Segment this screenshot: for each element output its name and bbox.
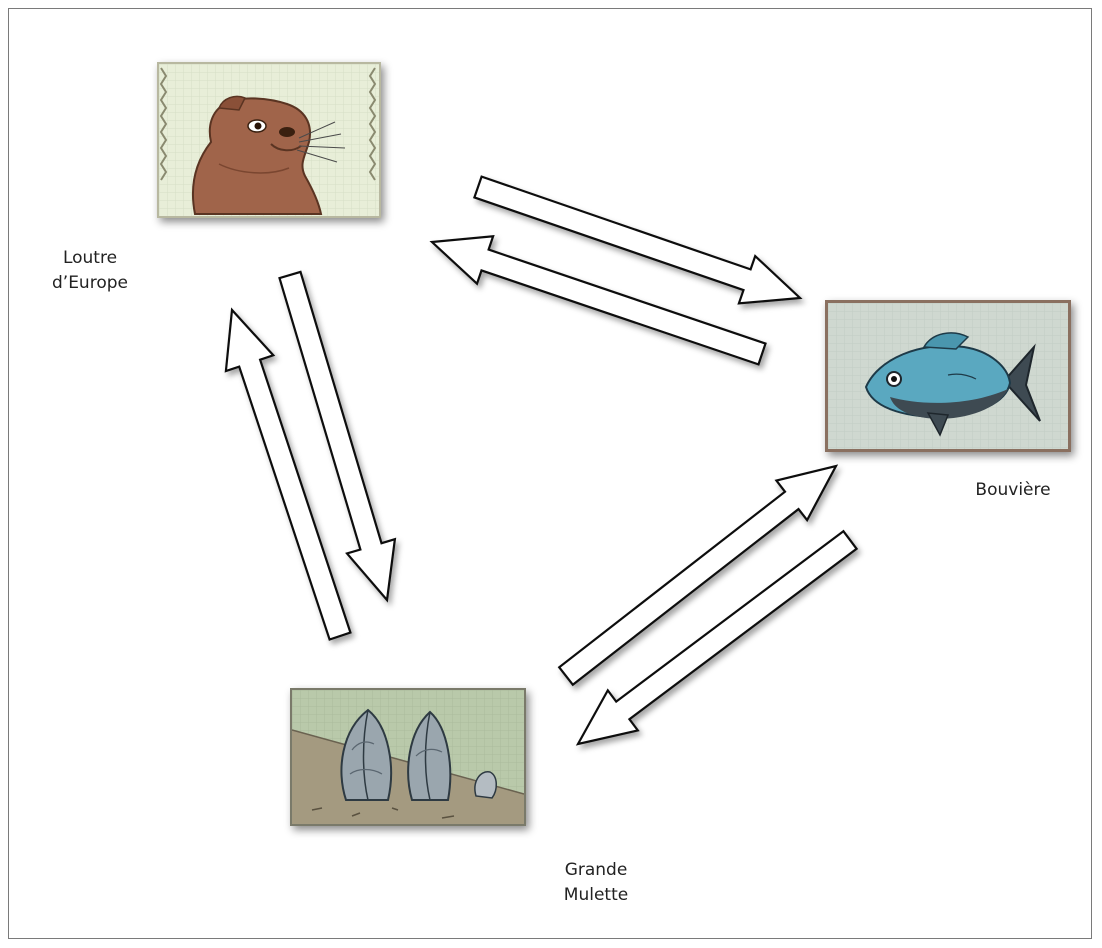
fish-icon (864, 332, 1041, 437)
otter-label-line1: Loutre (62, 248, 118, 268)
mussel-label-line2: Mulette (563, 885, 629, 905)
arrow-otter-to-mussel (278, 270, 397, 603)
otter-icon (191, 95, 346, 215)
mussel-card (290, 688, 526, 826)
otter-label-line2: d’Europe (52, 273, 128, 293)
bitterling-label-text: Bouvière (975, 480, 1051, 500)
arrow-mussel-to-otter (224, 307, 352, 641)
otter-label: Loutre d’Europe (30, 246, 150, 296)
mussel-label-line1: Grande (564, 860, 628, 880)
arrow-bitterling-to-otter (429, 235, 767, 366)
otter-image (159, 64, 379, 216)
mussel-label: Grande Mulette (546, 858, 646, 908)
bitterling-image (828, 303, 1068, 449)
bitterling-card (825, 300, 1071, 452)
mussel-image (291, 690, 525, 824)
arrow-mussel-to-bitterling (557, 464, 839, 687)
otter-card (157, 62, 381, 218)
arrow-bitterling-to-mussel (575, 529, 859, 746)
bitterling-label: Bouvière (958, 478, 1068, 503)
mussel-icon (340, 708, 497, 801)
arrow-otter-to-bitterling (473, 175, 803, 305)
